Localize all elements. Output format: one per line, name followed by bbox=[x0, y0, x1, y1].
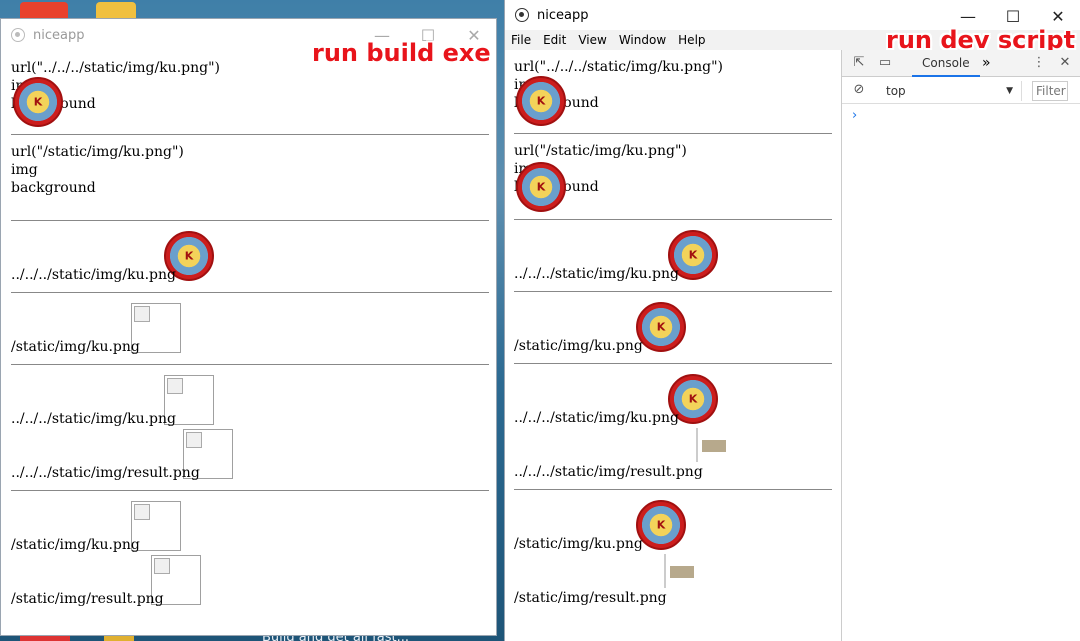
clear-console-icon[interactable]: ⊘ bbox=[853, 82, 865, 97]
device-toolbar-icon[interactable]: ▭ bbox=[878, 55, 892, 70]
img-path-label: ../../../static/img/result.png bbox=[514, 464, 703, 480]
ku-image bbox=[164, 231, 214, 281]
maximize-icon[interactable]: ☐ bbox=[420, 25, 436, 45]
annotation-label: run build exe bbox=[312, 39, 491, 67]
text-line: url("../../../static/img/ku.png") bbox=[514, 59, 723, 75]
img-path-label: ../../../static/img/ku.png bbox=[11, 267, 176, 283]
section-css-relative: url("../../../static/img/ku.png") img ba… bbox=[514, 50, 832, 134]
annotation-label: run dev script bbox=[886, 26, 1076, 54]
img-path-label: ../../../static/img/ku.png bbox=[514, 410, 679, 426]
app-icon bbox=[11, 28, 25, 42]
minimize-icon[interactable]: — bbox=[960, 6, 976, 26]
img-path-label: /static/img/result.png bbox=[11, 591, 164, 607]
section-import-relative: ../../../static/img/ku.png ../../../stat… bbox=[11, 365, 489, 491]
text-line: url("../../../static/img/ku.png") bbox=[11, 60, 220, 76]
ku-image bbox=[636, 302, 686, 352]
close-icon[interactable]: ✕ bbox=[467, 25, 481, 45]
menu-help[interactable]: Help bbox=[678, 33, 706, 47]
text-line: url("/static/img/ku.png") bbox=[11, 144, 184, 160]
ku-background-image bbox=[516, 162, 566, 212]
app-icon bbox=[515, 8, 529, 22]
text-line: img bbox=[11, 77, 489, 95]
tab-console[interactable]: Console bbox=[912, 50, 980, 77]
menu-bar: File Edit View Window Help bbox=[505, 30, 1080, 50]
menu-window[interactable]: Window bbox=[618, 33, 667, 47]
img-path-label: /static/img/ku.png bbox=[11, 537, 140, 553]
img-path-label: /static/img/ku.png bbox=[514, 338, 643, 354]
section-css-absolute: url("/static/img/ku.png") img background bbox=[11, 135, 489, 221]
section-img-absolute: /static/img/ku.png bbox=[11, 293, 489, 365]
page-content: url("../../../static/img/ku.png") img ba… bbox=[514, 50, 832, 616]
maximize-icon[interactable]: ☐ bbox=[1005, 6, 1021, 26]
text-line: background bbox=[11, 180, 96, 196]
menu-edit[interactable]: Edit bbox=[543, 33, 567, 47]
img-path-label: /static/img/ku.png bbox=[514, 536, 643, 552]
page-content: url("../../../static/img/ku.png") img ba… bbox=[11, 51, 489, 617]
context-select[interactable]: top ▼ bbox=[878, 81, 1022, 101]
broken-image-icon bbox=[131, 501, 181, 551]
ku-image bbox=[668, 374, 718, 424]
window-title: niceapp bbox=[537, 7, 589, 23]
text-line: img bbox=[11, 162, 38, 178]
section-img-relative: ../../../static/img/ku.png bbox=[11, 221, 489, 293]
section-import-absolute: /static/img/ku.png /static/img/result.pn… bbox=[514, 490, 832, 616]
broken-image-icon bbox=[131, 303, 181, 353]
img-path-label: /static/img/result.png bbox=[514, 590, 667, 606]
text-line: background bbox=[11, 95, 489, 113]
text-line: url("/static/img/ku.png") bbox=[514, 143, 687, 159]
console-toolbar: ⊘ top ▼ Filter bbox=[842, 77, 1080, 104]
ku-image bbox=[668, 230, 718, 280]
menu-view[interactable]: View bbox=[578, 33, 607, 47]
console-prompt[interactable]: › bbox=[852, 108, 858, 123]
img-path-label: ../../../static/img/ku.png bbox=[11, 411, 176, 427]
img-path-label: ../../../static/img/ku.png bbox=[514, 266, 679, 282]
section-css-absolute: url("/static/img/ku.png") img background bbox=[514, 134, 832, 220]
section-import-absolute: /static/img/ku.png /static/img/result.pn… bbox=[11, 491, 489, 617]
section-img-absolute: /static/img/ku.png bbox=[514, 292, 832, 364]
context-value: top bbox=[886, 84, 906, 98]
kebab-menu-icon[interactable]: ⋮ bbox=[1032, 55, 1046, 70]
close-icon[interactable]: ✕ bbox=[1059, 55, 1071, 70]
section-img-relative: ../../../static/img/ku.png bbox=[514, 220, 832, 292]
filter-input[interactable]: Filter bbox=[1032, 81, 1068, 101]
window-title: niceapp bbox=[33, 27, 85, 43]
build-exe-window: niceapp — ☐ ✕ run build exe url("../../.… bbox=[0, 18, 497, 636]
devtools-panel: ⇱ ▭ Console » ⋮ ✕ ⊘ top ▼ Filter › bbox=[841, 50, 1080, 641]
img-path-label: ../../../static/img/result.png bbox=[11, 465, 200, 481]
more-tabs-icon[interactable]: » bbox=[982, 55, 991, 71]
inspect-icon[interactable]: ⇱ bbox=[853, 55, 865, 70]
dev-script-window: niceapp — ☐ ✕ File Edit View Window Help… bbox=[504, 0, 1080, 641]
result-image bbox=[694, 428, 726, 462]
ku-image bbox=[636, 500, 686, 550]
close-icon[interactable]: ✕ bbox=[1051, 6, 1065, 26]
menu-file[interactable]: File bbox=[511, 33, 532, 47]
minimize-icon[interactable]: — bbox=[374, 25, 390, 45]
section-css-relative: url("../../../static/img/ku.png") img ba… bbox=[11, 51, 489, 135]
ku-background-image bbox=[13, 77, 63, 127]
chevron-down-icon: ▼ bbox=[1006, 86, 1013, 96]
broken-image-icon bbox=[164, 375, 214, 425]
devtools-tabbar: ⇱ ▭ Console » ⋮ ✕ bbox=[842, 50, 1080, 77]
result-image bbox=[662, 554, 694, 588]
broken-image-icon bbox=[151, 555, 201, 605]
img-path-label: /static/img/ku.png bbox=[11, 339, 140, 355]
ku-background-image bbox=[516, 76, 566, 126]
broken-image-icon bbox=[183, 429, 233, 479]
window-titlebar: niceapp — ☐ ✕ bbox=[505, 0, 1080, 30]
section-import-relative: ../../../static/img/ku.png ../../../stat… bbox=[514, 364, 832, 490]
window-titlebar: niceapp — ☐ ✕ bbox=[1, 19, 496, 51]
